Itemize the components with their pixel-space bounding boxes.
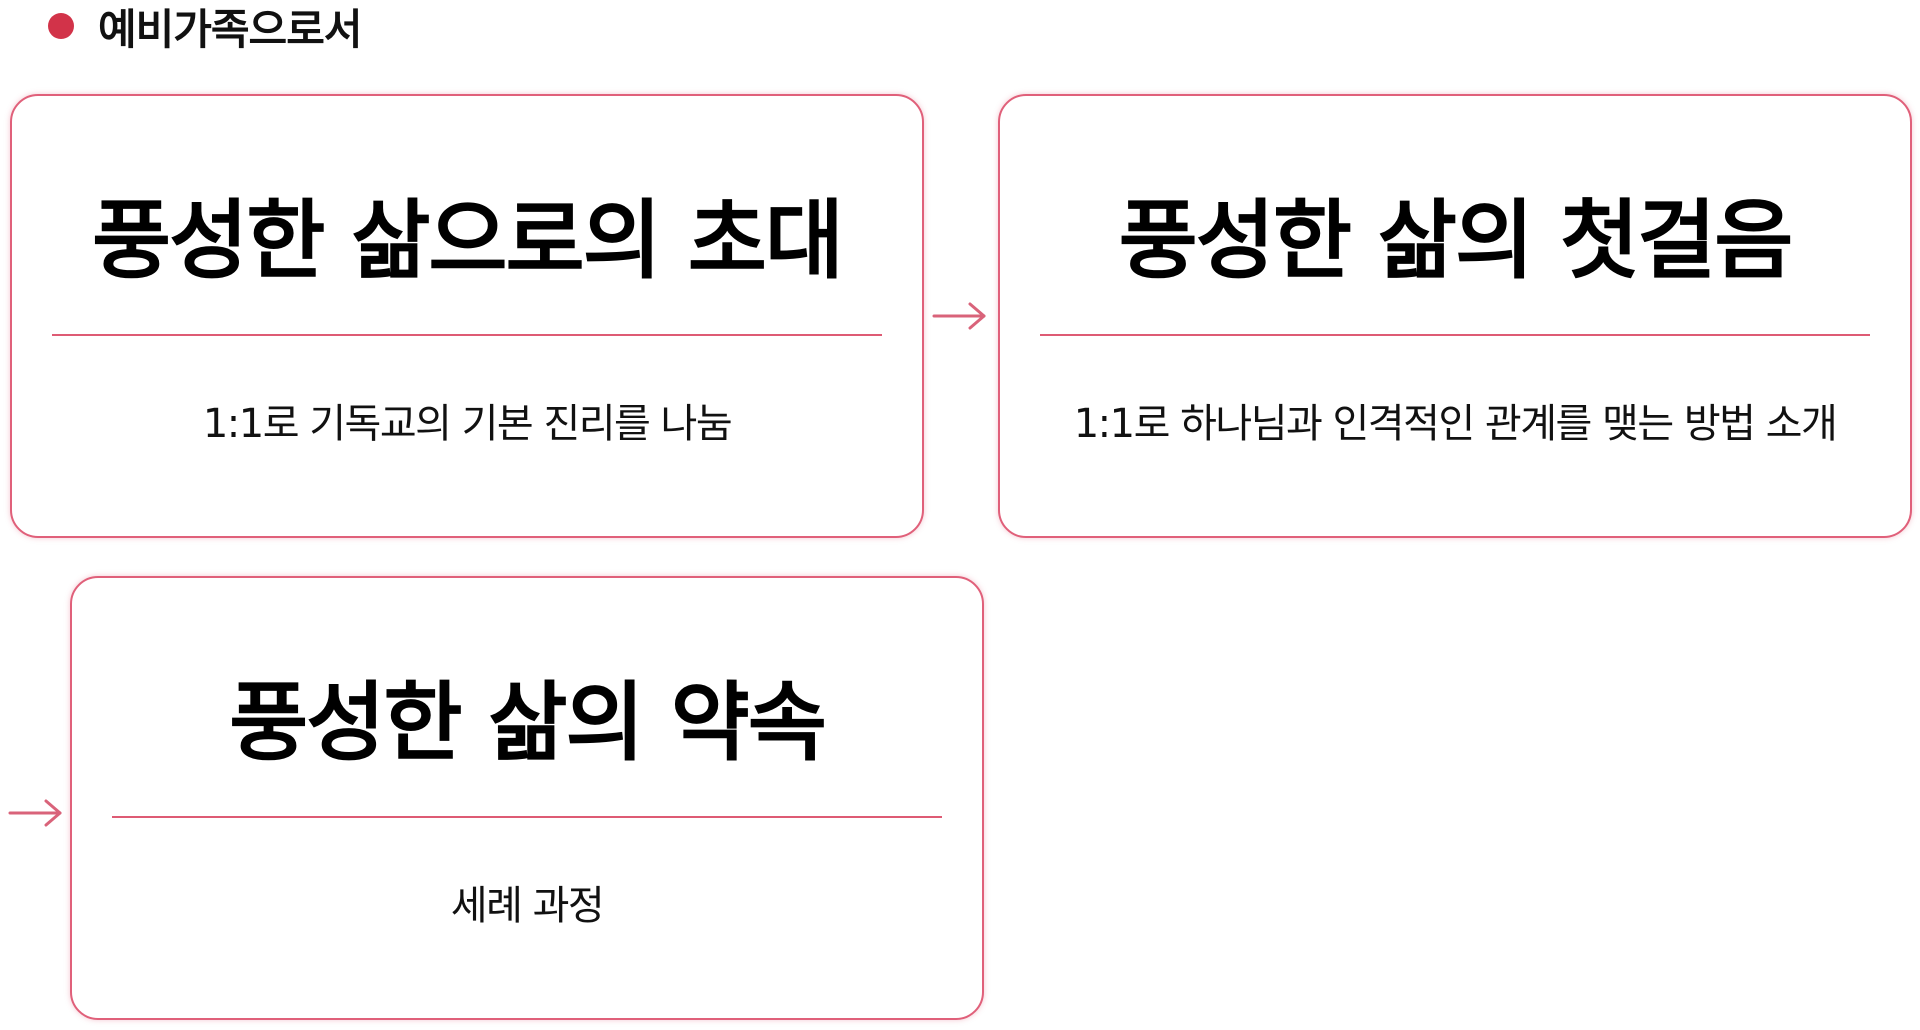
step-card-1: 풍성한 삶으로의 초대 1:1로 기독교의 기본 진리를 나눔 [10,94,924,538]
step-card-2: 풍성한 삶의 첫걸음 1:1로 하나님과 인격적인 관계를 맺는 방법 소개 [998,94,1912,538]
card-title: 풍성한 삶의 첫걸음 [1118,191,1794,291]
card-title: 풍성한 삶의 약속 [229,673,827,773]
card-description: 1:1로 기독교의 기본 진리를 나눔 [202,401,733,447]
card-description: 세례 과정 [450,883,605,929]
step-card-3: 풍성한 삶의 약속 세례 과정 [70,576,984,1020]
arrow-right-icon [8,799,62,827]
card-divider [52,334,882,336]
card-description: 1:1로 하나님과 인격적인 관계를 맺는 방법 소개 [1073,401,1838,447]
section-title: 예비가족으로서 [98,4,362,54]
card-divider [112,816,942,818]
card-divider [1040,334,1870,336]
arrow-right-icon [932,302,986,330]
section-heading: 예비가족으로서 [48,0,362,54]
card-title: 풍성한 삶으로의 초대 [92,191,844,291]
bullet-dot-icon [48,13,74,39]
